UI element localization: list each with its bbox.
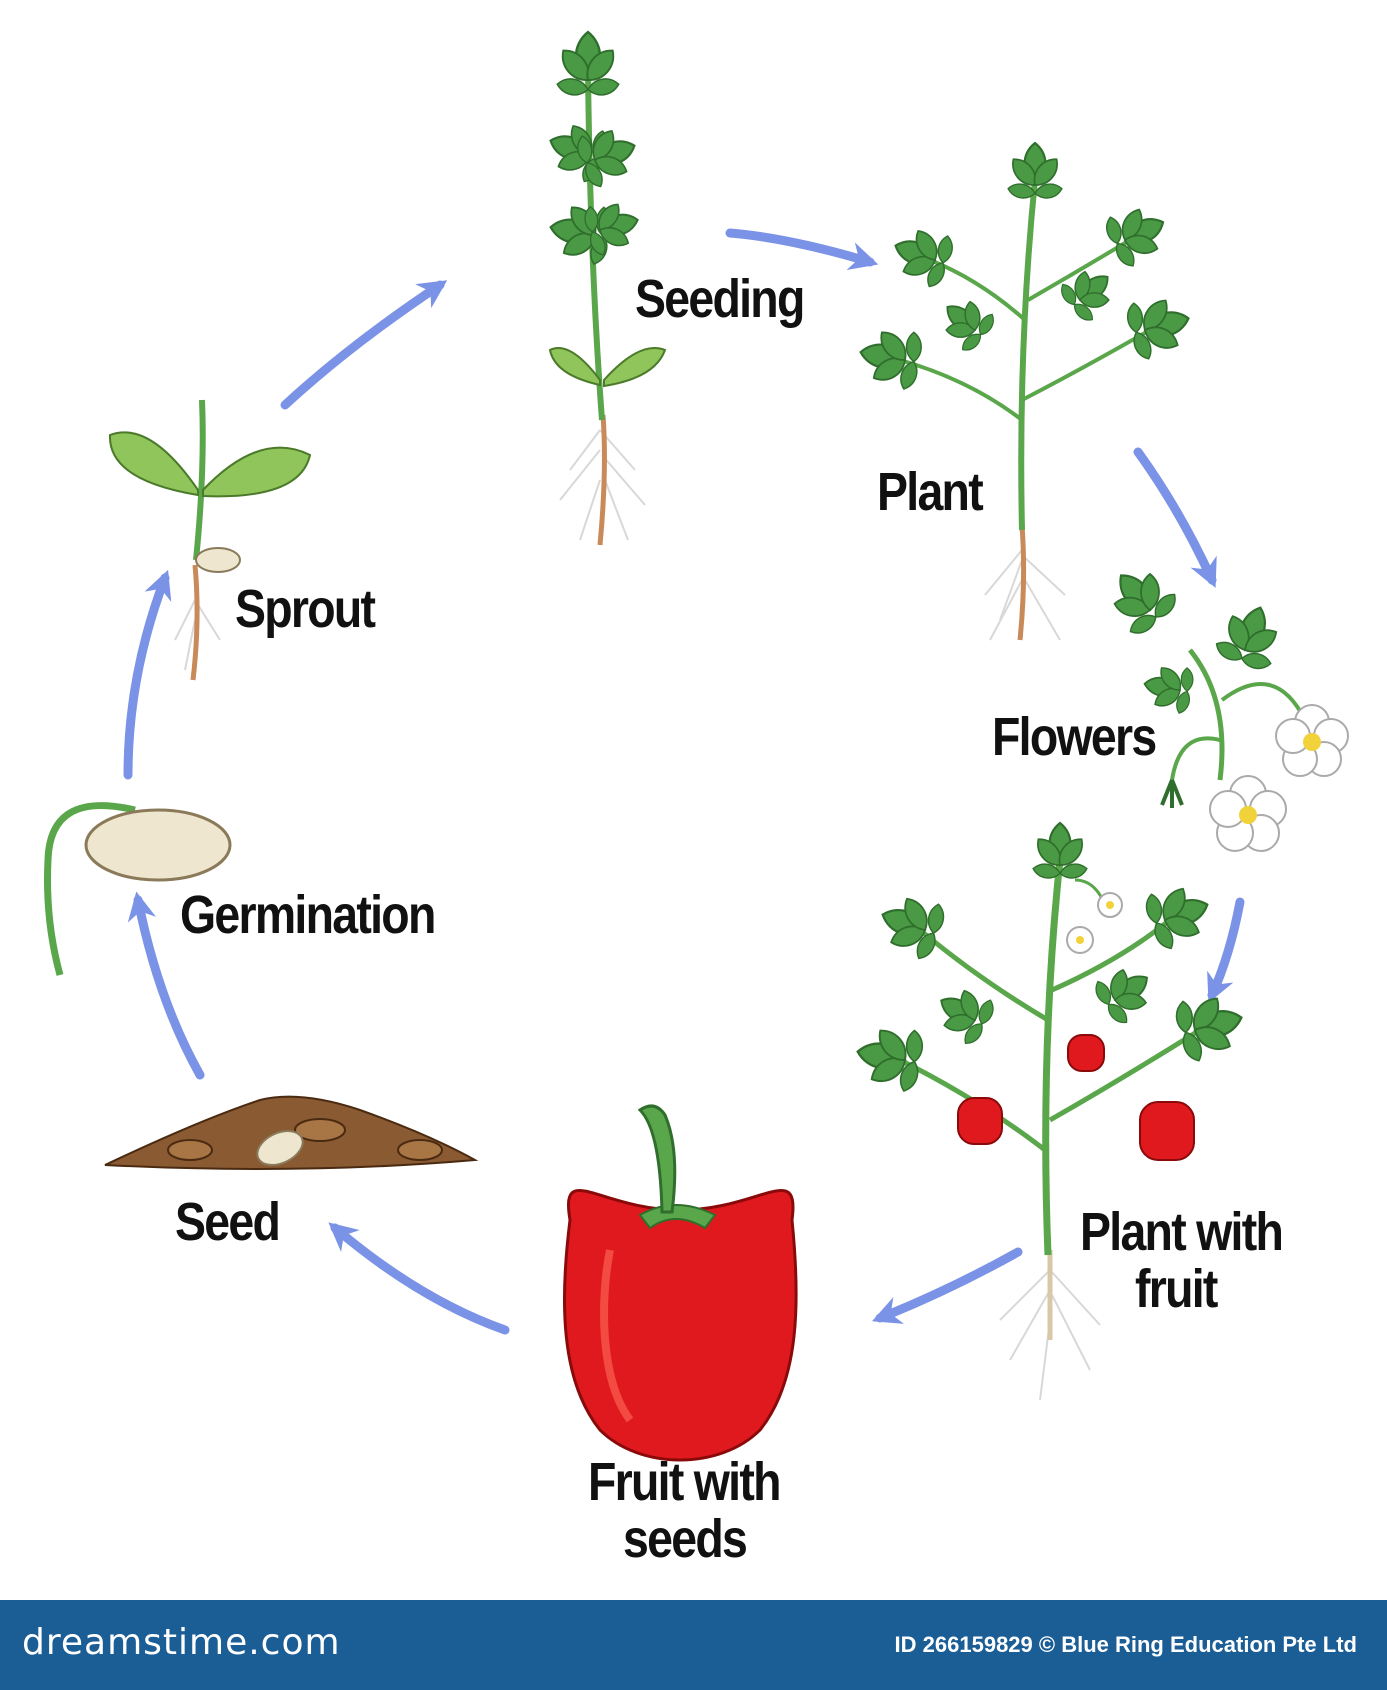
sprout-illustration — [108, 399, 312, 681]
flowers-illustration — [1098, 556, 1349, 852]
germination-illustration — [44, 802, 232, 976]
label-fruit-with-seeds-line2: seeds — [623, 1509, 748, 1569]
arrow-germination-to-sprout — [123, 569, 172, 780]
label-seed: Seed — [175, 1192, 281, 1252]
label-fruit-with-seeds-line1: Fruit with — [588, 1452, 781, 1512]
plant-illustration — [855, 143, 1196, 641]
label-plant: Plant — [877, 462, 984, 522]
seed-illustration — [104, 1095, 479, 1170]
seeding-illustration — [541, 32, 667, 546]
plant-with-fruit-illustration — [852, 823, 1250, 1401]
label-sprout: Sprout — [235, 579, 376, 639]
arrow-sprout-to-seeding — [280, 280, 448, 410]
label-plant-with-fruit-line1: Plant with — [1080, 1202, 1284, 1262]
arrow-fruit-to-seed — [328, 1222, 510, 1335]
fruit-with-seeds-illustration — [562, 1104, 798, 1462]
life-cycle-diagram — [44, 0, 1349, 1462]
arrow-fruitplant-to-fruit — [871, 1247, 1023, 1324]
arrow-seeding-to-plant — [725, 228, 879, 271]
footer-credit: ID 266159829 © Blue Ring Education Pte L… — [894, 1632, 1357, 1657]
label-flowers: Flowers — [992, 707, 1157, 767]
white-flower — [1275, 704, 1349, 777]
footer-bar: dreamstime.com ID 266159829 © Blue Ring … — [0, 1600, 1387, 1690]
arrow-flowers-to-fruitplant — [1207, 897, 1245, 1003]
white-flower — [1209, 775, 1287, 852]
footer-logo[interactable]: dreamstime.com — [22, 1622, 341, 1663]
label-seeding: Seeding — [635, 269, 805, 329]
label-germination: Germination — [180, 885, 436, 945]
label-plant-with-fruit-line2: fruit — [1135, 1259, 1218, 1319]
cycle-arrows — [123, 228, 1245, 1335]
arrow-plant-to-flowers — [1133, 447, 1217, 588]
arrow-seed-to-germination — [127, 891, 205, 1080]
